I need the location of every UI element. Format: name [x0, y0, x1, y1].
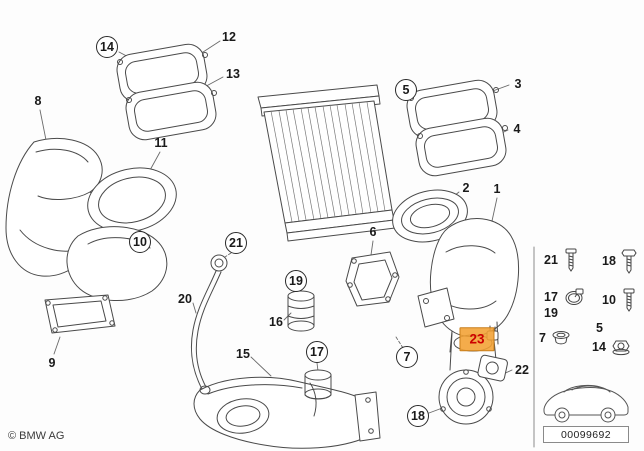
intake-tube-15	[193, 376, 381, 449]
bolt-icon	[621, 249, 637, 274]
callout-12[interactable]: 12	[222, 29, 236, 44]
callout-14[interactable]: 14	[96, 36, 118, 58]
callout-1[interactable]: 1	[493, 181, 501, 196]
hose-16	[287, 290, 315, 332]
legend-label-5[interactable]: 5	[596, 321, 603, 335]
legend-item-19[interactable]: 19	[544, 307, 558, 320]
legend-label-17[interactable]: 17	[544, 289, 558, 304]
legend-item-7[interactable]: 7	[539, 330, 571, 346]
callout-15[interactable]: 15	[236, 346, 250, 361]
callout-17[interactable]: 17	[306, 341, 328, 363]
callout-19[interactable]: 19	[285, 270, 307, 292]
legend-label-7[interactable]: 7	[539, 330, 546, 345]
intercooler	[257, 84, 396, 242]
legend-label-18[interactable]: 18	[602, 253, 616, 268]
callout-13[interactable]: 13	[226, 66, 240, 81]
legend-label-14[interactable]: 14	[592, 339, 606, 354]
connector-17	[304, 369, 332, 400]
clamp-bracket-pair-left	[116, 43, 217, 141]
legend-label-10[interactable]: 10	[602, 292, 616, 307]
grommet-icon	[552, 331, 570, 345]
callout-9[interactable]: 9	[48, 355, 56, 370]
diagram-number-box: 00099692	[543, 426, 629, 443]
legend-label-21[interactable]: 21	[544, 252, 558, 267]
callout-16[interactable]: 16	[269, 314, 283, 329]
legend-item-17[interactable]: 17	[544, 288, 585, 306]
car-thumbnail	[543, 384, 629, 423]
callout-18[interactable]: 18	[407, 405, 429, 427]
air-duct-ring-11	[87, 167, 177, 233]
callout-22[interactable]: 22	[515, 362, 529, 377]
callout-3[interactable]: 3	[514, 76, 522, 91]
dipstick-tube-20	[190, 254, 228, 395]
callout-11[interactable]: 11	[154, 135, 168, 150]
clamp-bracket-pair-right	[406, 79, 508, 177]
screw-icon	[565, 248, 577, 272]
callout-2[interactable]: 2	[462, 180, 470, 195]
callout-10[interactable]: 10	[129, 231, 151, 253]
diagram-number: 00099692	[561, 428, 611, 441]
gasket-6	[345, 251, 400, 307]
legend-label-19[interactable]: 19	[544, 306, 558, 320]
copyright: © BMW AG	[8, 430, 65, 442]
callout-23-highlighted[interactable]: 23	[459, 327, 495, 351]
flange-nut-icon	[612, 340, 630, 356]
legend-item-10[interactable]: 10	[602, 288, 637, 312]
callout-20[interactable]: 20	[178, 291, 192, 306]
legend-item-18[interactable]: 18	[602, 248, 637, 274]
legend-item-5[interactable]: 5	[596, 322, 603, 335]
screw-icon	[623, 288, 635, 312]
callout-8[interactable]: 8	[34, 93, 42, 108]
hose-clamp-icon	[565, 288, 584, 305]
legend-item-21[interactable]: 21	[544, 248, 579, 272]
callout-5[interactable]: 5	[395, 79, 417, 101]
callout-7[interactable]: 7	[396, 346, 418, 368]
throttle-body-22	[438, 332, 508, 425]
legend-item-14[interactable]: 14	[592, 338, 631, 356]
gasket-9	[44, 294, 116, 334]
air-duct-lower-10	[66, 226, 168, 301]
callout-4[interactable]: 4	[513, 121, 521, 136]
callout-21[interactable]: 21	[225, 232, 247, 254]
callout-6[interactable]: 6	[369, 224, 377, 239]
